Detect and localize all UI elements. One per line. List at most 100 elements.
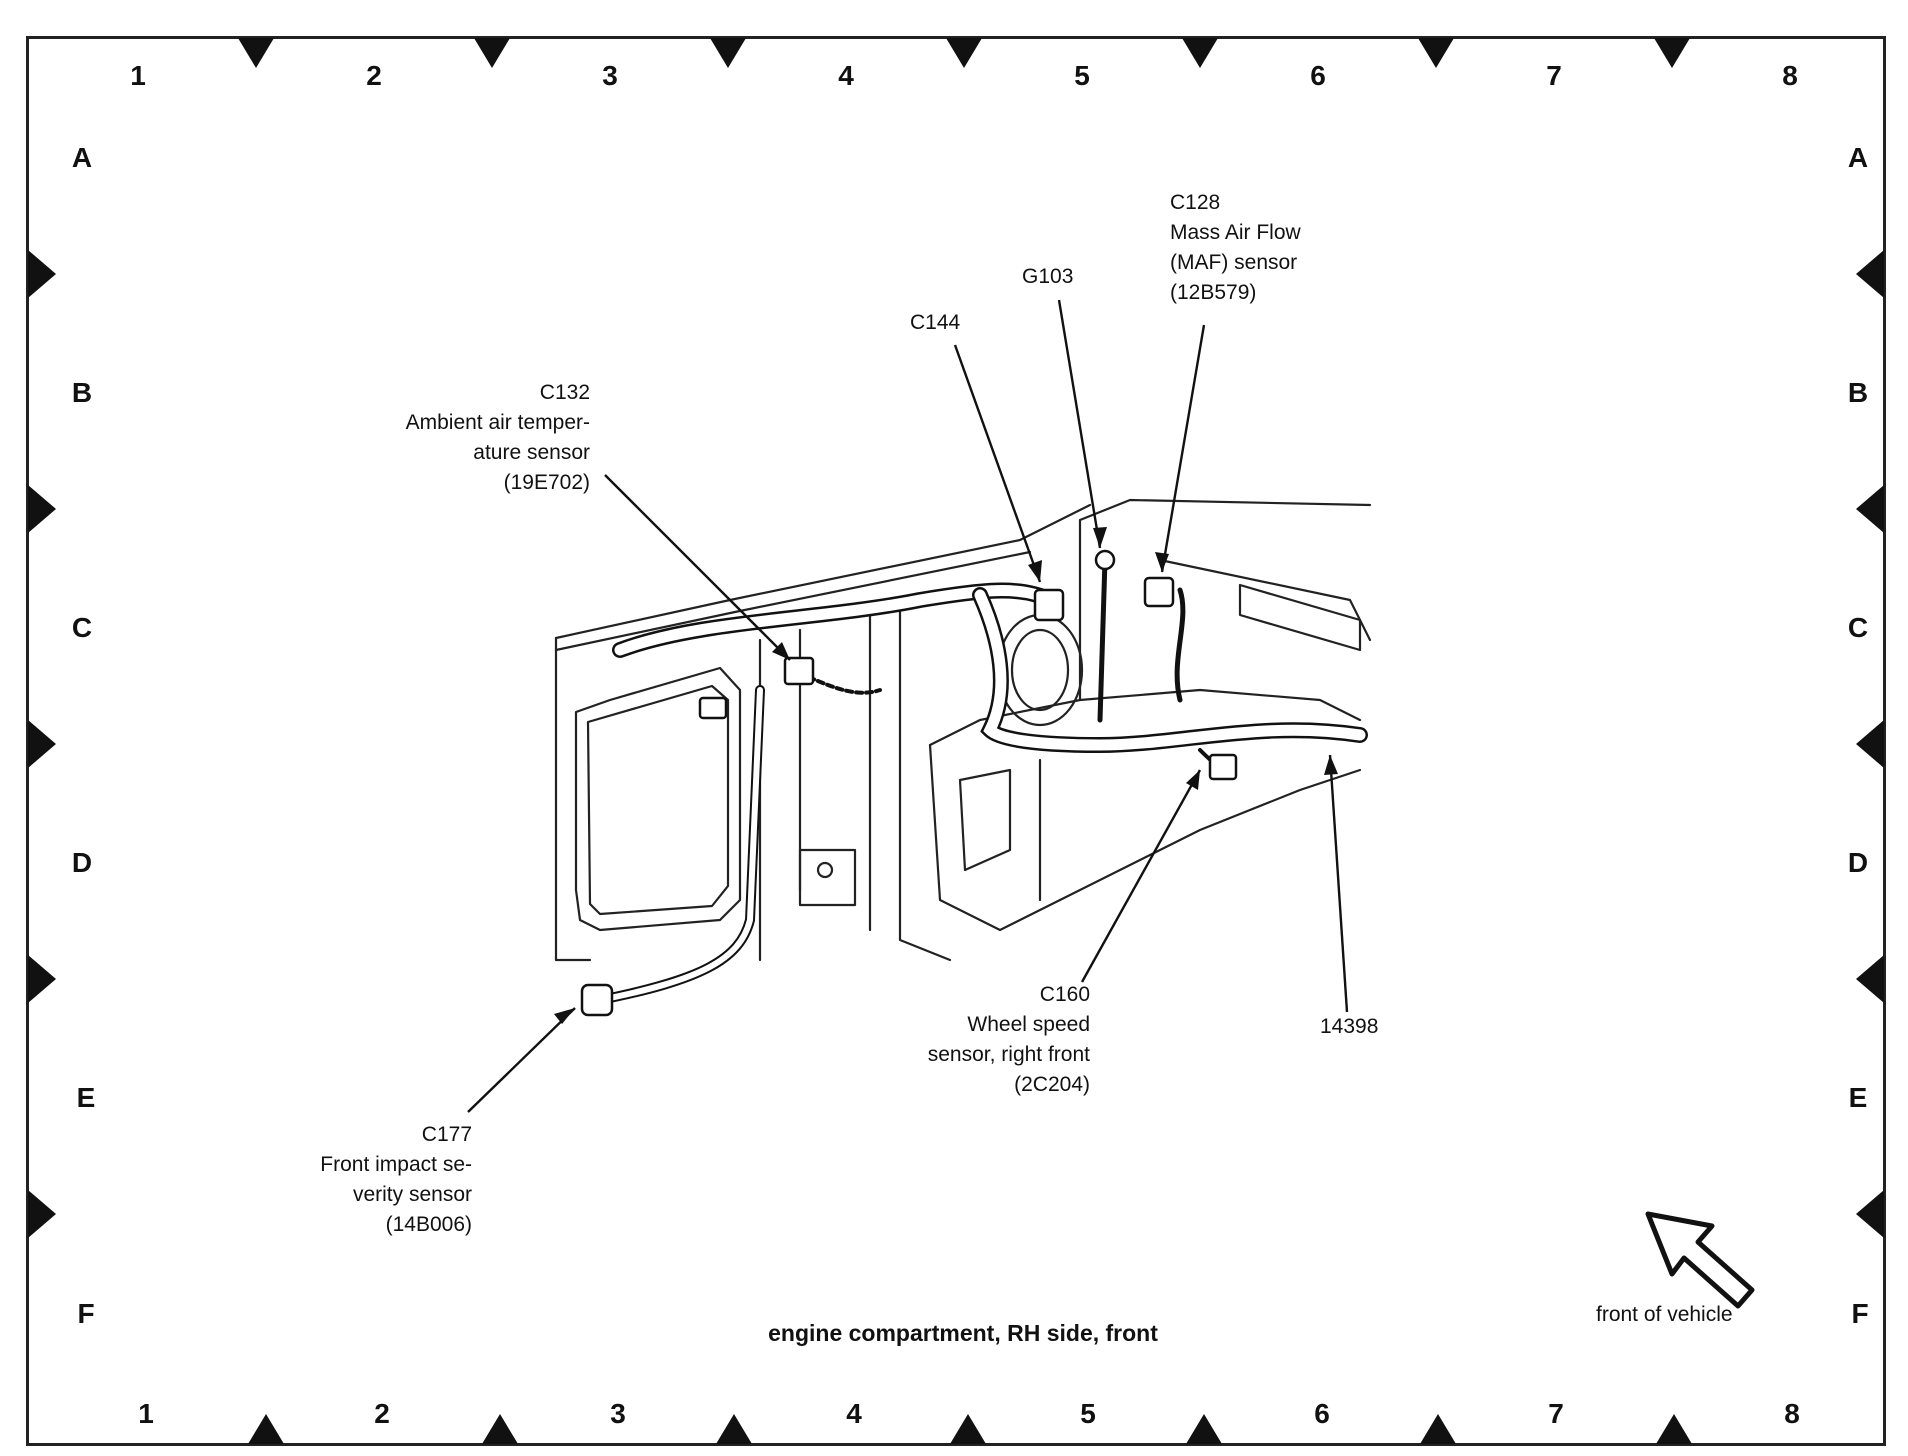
upper-rail-lower-edge [554,550,1032,652]
arrowhead-c177 [554,1008,575,1024]
marker-top-6 [1418,38,1454,68]
col-label-top-1: 1 [130,60,146,91]
cowl-slot [1238,583,1362,652]
leader-arrowheads [554,527,1338,1024]
callout-c177: C177 Front impact se- verity sensor (14B… [320,1120,472,1240]
callout-c128-line1: Mass Air Flow [1170,221,1301,244]
callout-14398: 14398 [1320,1012,1378,1042]
marker-right-4 [1856,955,1884,1003]
row-label-right-b: B [1847,377,1869,408]
callout-c128-id: C128 [1170,191,1221,214]
row-label-left-a: A [71,142,93,173]
col-label-top-3: 3 [602,60,618,91]
arrowhead-c144 [1028,560,1042,582]
connector-c177 [580,983,614,1017]
callout-c132-id: C132 [539,381,590,404]
row-label-left-c: C [71,612,93,643]
col-label-top-5: 5 [1074,60,1090,91]
marker-left-3 [28,720,56,768]
row-label-left-f: F [77,1298,95,1329]
impact-sensor-branch [595,685,765,1005]
headlamp-opening-inner [586,684,730,916]
col-label-top-8: 8 [1782,60,1798,91]
marker-bottom-7 [1656,1414,1692,1444]
callout-c132-line3: (19E702) [503,471,590,494]
marker-top-7 [1654,38,1690,68]
arrowhead-c132 [772,642,790,660]
leader-c160 [1080,769,1202,983]
connector-c132 [783,656,815,686]
connector-c144 [1033,588,1065,622]
upper-rail [554,503,1092,640]
callout-c160-line2: sensor, right front [927,1043,1090,1066]
inner-fender-lower [1058,768,1362,902]
front-of-vehicle-arrow-icon [1645,1211,1755,1309]
callout-g103: G103 [1022,262,1073,292]
callout-c160-line3: (2C204) [1014,1073,1090,1096]
col-label-top-7: 7 [1546,60,1562,91]
callout-c132-line2: ature sensor [473,441,590,464]
grid-markers [28,38,1884,1444]
ground-g103 [1094,549,1116,571]
inner-fender-panel [958,768,1012,872]
connector-c160 [1208,753,1238,781]
callout-c160: C160 Wheel speed sensor, right front (2C… [928,980,1090,1100]
marker-bottom-6 [1420,1414,1456,1444]
diagram-frame [26,36,1886,1446]
marker-right-2 [1856,485,1884,533]
marker-bottom-1 [248,1414,284,1444]
marker-bottom-5 [1186,1414,1222,1444]
col-label-bottom-1: 1 [138,1398,154,1429]
callout-c177-line1: Front impact se- [320,1153,472,1176]
diagram-caption: engine compartment, RH side, front [768,1320,1158,1346]
row-label-right-a: A [1847,142,1869,173]
col-label-bottom-5: 5 [1080,1398,1096,1429]
marker-left-5 [28,1190,56,1238]
headlamp-connector [698,696,728,720]
leader-c177 [467,1007,576,1113]
marker-top-1 [238,38,274,68]
marker-bottom-3 [716,1414,752,1444]
row-label-right-e: E [1848,1082,1868,1113]
arrowhead-c128 [1155,552,1169,572]
callout-c128-line3: (12B579) [1170,281,1257,304]
headlamp-opening [574,666,742,932]
bracket-hole [816,861,834,879]
col-label-bottom-6: 6 [1314,1398,1330,1429]
callout-c144-id: C144 [910,311,961,334]
marker-right-3 [1856,720,1884,768]
engine-compartment-drawing [554,498,1372,962]
col-label-bottom-2: 2 [374,1398,390,1429]
maf-branch [1174,587,1186,703]
impact-sensor-branch-fill [597,687,763,1003]
marker-bottom-2 [482,1414,518,1444]
callout-c160-id: C160 [1039,983,1090,1006]
arrowhead-c160 [1186,770,1200,790]
callout-c132: C132 Ambient air temper- ature sensor (1… [406,378,590,498]
cowl-top [1078,498,1372,522]
leader-c132 [604,474,791,661]
arrowhead-14398 [1324,755,1338,775]
marker-top-5 [1182,38,1218,68]
callout-c132-line1: Ambient air temper- [405,411,590,434]
callout-g103-id: G103 [1022,265,1074,288]
callout-c160-line1: Wheel speed [967,1013,1090,1036]
callout-c177-line3: (14B006) [385,1213,472,1236]
col-label-bottom-3: 3 [610,1398,626,1429]
marker-left-4 [28,955,56,1003]
marker-left-1 [28,250,56,298]
support-member-far [898,598,952,962]
radiator-support-edge [554,636,592,962]
marker-bottom-4 [950,1414,986,1444]
callout-c177-id: C177 [421,1123,472,1146]
harness-main-upper-fill [614,585,1056,656]
marker-right-5 [1856,1190,1884,1238]
marker-right-1 [1856,250,1884,298]
wiring-harness [595,557,1368,1005]
col-label-bottom-7: 7 [1548,1398,1564,1429]
callout-14398-id: 14398 [1320,1015,1379,1038]
leader-c144 [953,344,1042,583]
marker-left-2 [28,485,56,533]
